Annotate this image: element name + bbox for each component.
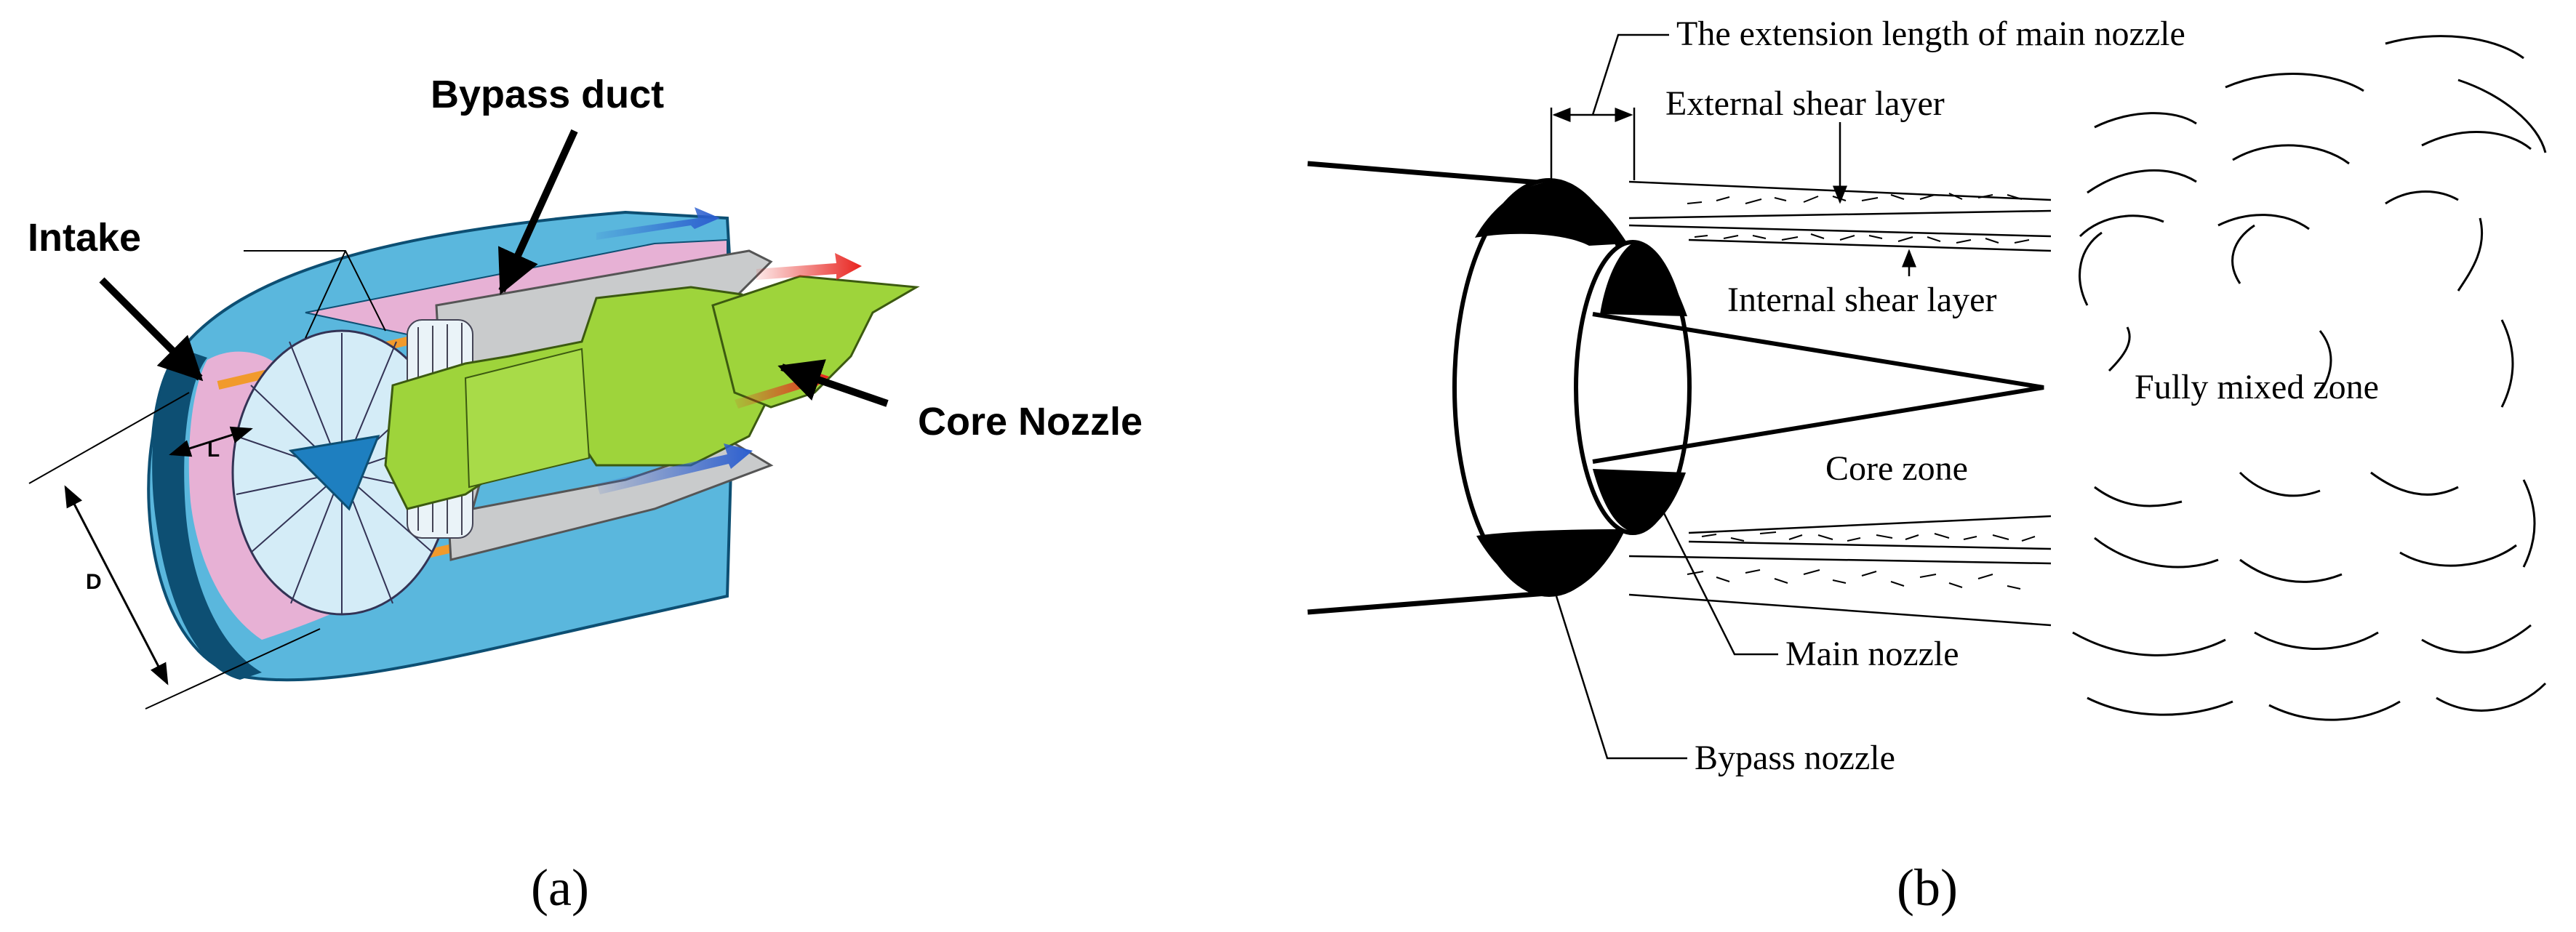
label-dim-l: L <box>207 438 220 461</box>
main-lip-bottom <box>1593 469 1686 533</box>
bypass-nozzle-callout <box>1555 595 1687 760</box>
main-nozzle-callout <box>1660 508 1778 656</box>
core-nozzle-pointer <box>777 359 889 407</box>
dim-l-arrow <box>169 426 253 457</box>
engine-cutaway-diagram: Intake Bypass duct Core Nozzle L D (a) <box>28 73 1143 917</box>
label-bypass-duct: Bypass duct <box>431 73 664 116</box>
core-plug-cone <box>1592 312 2044 464</box>
caption-b: (b) <box>1897 859 1958 917</box>
label-core-zone: Core zone <box>1825 449 1968 488</box>
fan-spinner <box>288 435 380 511</box>
label-intake: Intake <box>28 216 141 260</box>
core-flow-arrow-top <box>756 253 862 280</box>
dim-line-bottom <box>145 628 321 710</box>
bypass-flow-arrow-bottom <box>596 443 753 494</box>
label-bypass-nozzle: Bypass nozzle <box>1695 739 1895 777</box>
intake-pointer <box>99 277 204 382</box>
mixing-zone-arcs <box>2072 35 2547 721</box>
bypass-duct-pointer <box>498 129 578 295</box>
bypass-nozzle-wall-top <box>1307 161 1557 187</box>
label-extension-length: The extension length of main nozzle <box>1676 15 2185 53</box>
dim-d-arrow <box>64 485 169 686</box>
coaxial-jet-schematic: The extension length of main nozzle Exte… <box>1307 15 2547 917</box>
main-lip-top <box>1600 242 1687 316</box>
bypass-lip-bottom <box>1476 529 1625 595</box>
caption-a: (a) <box>531 859 589 917</box>
stage-callout-line-2 <box>305 250 346 339</box>
label-fully-mixed: Fully mixed zone <box>2135 368 2379 406</box>
bypass-nozzle-wall-bottom <box>1307 590 1557 615</box>
core-drum <box>464 348 591 489</box>
shear-layer-boundaries <box>1628 180 2052 627</box>
label-external-shear: External shear layer <box>1665 84 1945 123</box>
label-main-nozzle: Main nozzle <box>1785 635 1959 673</box>
extension-callout <box>1591 33 1669 116</box>
dim-line-top <box>28 392 190 484</box>
bypass-lip-top <box>1475 181 1628 246</box>
label-core-nozzle: Core Nozzle <box>918 400 1143 443</box>
bypass-flow-arrow-top <box>596 207 720 240</box>
turbulence-texture <box>1687 193 2036 590</box>
label-internal-shear: Internal shear layer <box>1727 281 1996 319</box>
label-dim-d: D <box>86 570 102 594</box>
